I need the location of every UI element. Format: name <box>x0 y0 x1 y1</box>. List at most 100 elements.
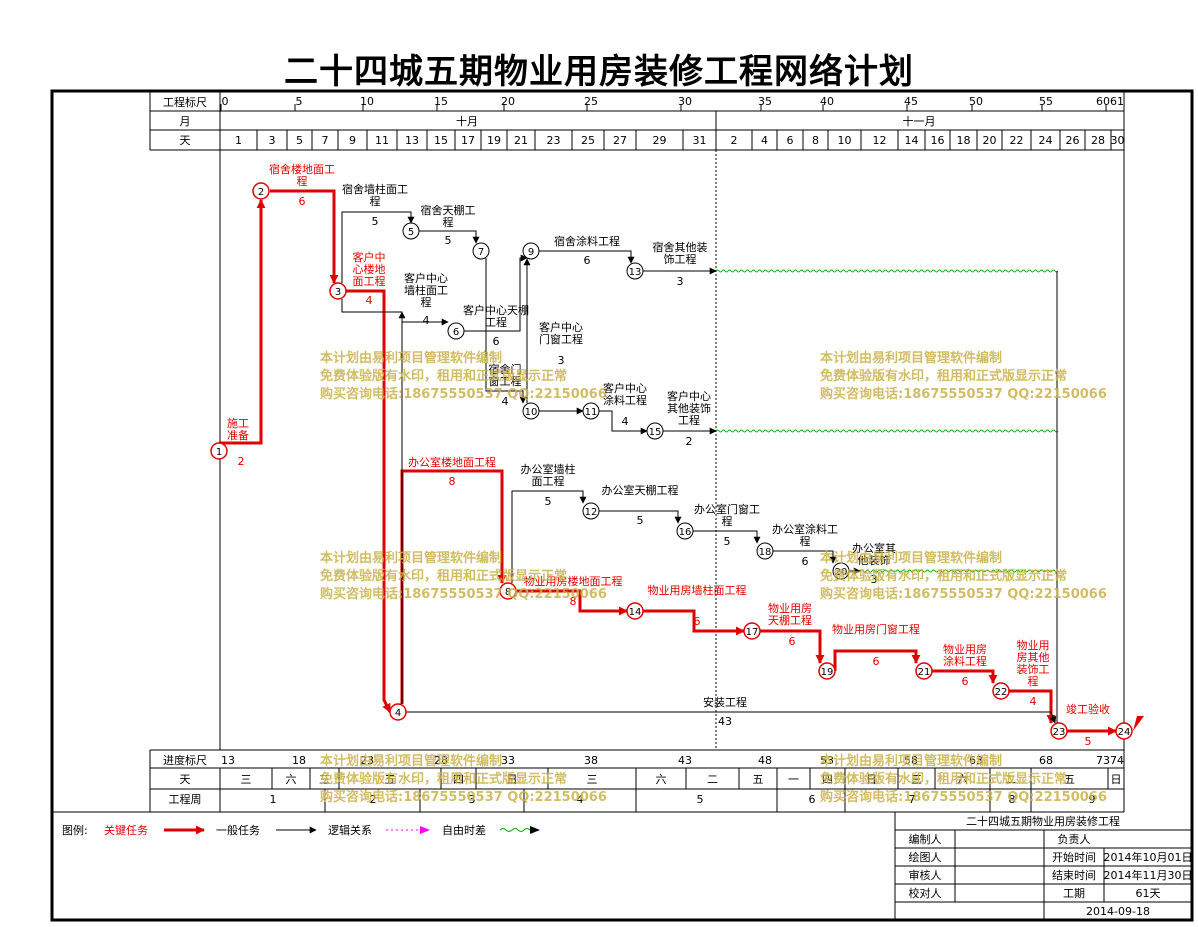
progress-tick-label: 43 <box>678 754 692 767</box>
legend-float-label: 自由时差 <box>442 823 486 837</box>
legend-label: 图例: <box>62 823 88 837</box>
progress-tick-label: 38 <box>584 754 598 767</box>
watermark-text: 免费体验版有水印，租用和正式版显示正常 <box>820 568 1067 584</box>
week-cell: 1 <box>270 793 277 806</box>
node-22 <box>992 682 1010 700</box>
node-number: 20 <box>835 567 848 578</box>
day-cell: 26 <box>1066 134 1080 147</box>
weekday-cell: 六 <box>656 773 667 786</box>
node-number: 23 <box>1053 727 1066 738</box>
task-label-t8_12: 办公室墙柱面工程 <box>521 462 576 488</box>
day-cell: 21 <box>514 134 528 147</box>
info-duration-value: 61天 <box>1136 887 1161 900</box>
ruler-tick-label: 25 <box>584 95 598 108</box>
weekday-cell: 三 <box>587 773 598 786</box>
timescale-footer <box>52 749 1124 813</box>
watermark-text: 本计划由易利项目管理软件编制 <box>820 753 1002 769</box>
week-cell: 2 <box>370 793 377 806</box>
node-number: 5 <box>408 227 414 238</box>
node-number: 24 <box>1118 727 1131 738</box>
node-1 <box>210 442 228 460</box>
task-duration-t16_18: 5 <box>724 535 731 548</box>
timescale-header <box>149 91 1125 812</box>
day-cell: 10 <box>838 134 852 147</box>
legend: 图例: 关键任务 一般任务 逻辑关系 自由时差 <box>62 823 540 837</box>
legend-critical-label: 关键任务 <box>104 823 148 837</box>
task-duration-t6_9: 6 <box>493 335 500 348</box>
progress-label: 进度标尺 <box>163 753 207 767</box>
task-arrow-8_12 <box>511 490 587 583</box>
progress-tick-label: 18 <box>292 754 306 767</box>
progress-tick-label: 13 <box>221 754 235 767</box>
week-cell: 7 <box>909 793 916 806</box>
task-duration-t7_10: 4 <box>502 395 509 408</box>
node-13 <box>626 262 644 280</box>
ruler-tick-label: 55 <box>1039 95 1053 108</box>
free-float-line <box>715 269 1059 273</box>
day-cell: 2 <box>731 134 738 147</box>
task-arrow-9_13 <box>539 250 635 264</box>
task-label-t20_23: 办公室其他装饰 <box>852 541 896 567</box>
node-number: 9 <box>528 247 534 258</box>
day-cell: 6 <box>787 134 794 147</box>
task-label-t12_16: 办公室天棚工程 <box>602 483 679 497</box>
month-label: 月 <box>180 115 191 128</box>
node-6 <box>447 322 465 340</box>
critical-task-arrow-3_4 <box>346 289 392 713</box>
node-2 <box>252 182 270 200</box>
task-duration-t9_13: 6 <box>584 254 591 267</box>
task-duration-t19_21: 6 <box>873 655 880 668</box>
task-duration-t4_6: 4 <box>423 314 430 327</box>
node-number: 6 <box>453 327 459 338</box>
task-duration-t5_7: 5 <box>445 234 452 247</box>
ruler-tick-label: 5 <box>296 95 303 108</box>
weekday-cell: 三 <box>319 773 330 786</box>
task-label-t3_4: 客户中心楼地面工程 <box>353 250 386 288</box>
info-end-value: 2014年11月30日 <box>1104 868 1193 882</box>
ruler-label: 工程标尺 <box>163 95 207 109</box>
node-number: 22 <box>995 687 1008 698</box>
info-end-label: 结束时间 <box>1052 869 1096 882</box>
watermark-text: 购买咨询电话:18675550537 QQ:22150066 <box>820 386 1107 402</box>
node-3 <box>329 282 347 300</box>
watermark-text: 购买咨询电话:18675550537 QQ:22150066 <box>320 586 607 602</box>
week-cell: 9 <box>1089 793 1096 806</box>
finish-flag-icon <box>1133 716 1144 731</box>
node-number: 18 <box>759 547 772 558</box>
task-label-t22_23: 物业用房其他装饰工程 <box>1017 638 1050 688</box>
weekday-cell: 六 <box>957 773 968 786</box>
day-cell: 23 <box>547 134 561 147</box>
info-start-label: 开始时间 <box>1052 850 1096 864</box>
day-cell: 3 <box>269 134 276 147</box>
watermark-text: 免费体验版有水印，租用和正式版显示正常 <box>320 568 567 584</box>
weekday-label: 天 <box>180 773 191 786</box>
day-cell: 27 <box>613 134 627 147</box>
task-arrow-4_23 <box>406 711 1057 724</box>
legend-normal-label: 一般任务 <box>216 824 260 837</box>
info-editor-label: 编制人 <box>909 832 942 846</box>
legend-float-arrowhead <box>530 826 540 834</box>
critical-task-arrow-8_14 <box>516 589 628 616</box>
node-number: 8 <box>505 587 511 598</box>
task-duration-t12_16: 5 <box>637 514 644 527</box>
info-drawer-label: 绘图人 <box>909 850 942 864</box>
weekday-cell: 日 <box>1111 773 1122 786</box>
watermark-text: 本计划由易利项目管理软件编制 <box>320 753 502 769</box>
watermark-text: 免费体验版有水印，租用和正式版显示正常 <box>320 368 567 384</box>
node-14 <box>626 602 644 620</box>
day-cell: 8 <box>812 134 819 147</box>
task-duration-t8_12: 5 <box>545 495 552 508</box>
info-project-name: 二十四城五期物业用房装修工程 <box>966 814 1120 828</box>
task-duration-t14_17: 6 <box>694 615 701 628</box>
task-duration-t17_19: 6 <box>789 635 796 648</box>
node-15 <box>646 422 664 440</box>
weekday-cell: 二 <box>707 773 718 786</box>
day-cell: 12 <box>873 134 887 147</box>
weekday-cell: 五 <box>385 773 396 786</box>
weekday-cell: 五 <box>1064 773 1075 786</box>
task-label-t4_6: 客户中心墙柱面工程 <box>404 271 448 309</box>
day-label: 天 <box>180 134 191 147</box>
day-cell: 5 <box>296 134 303 147</box>
node-number: 16 <box>679 527 692 538</box>
day-cell: 30 <box>1111 134 1125 147</box>
